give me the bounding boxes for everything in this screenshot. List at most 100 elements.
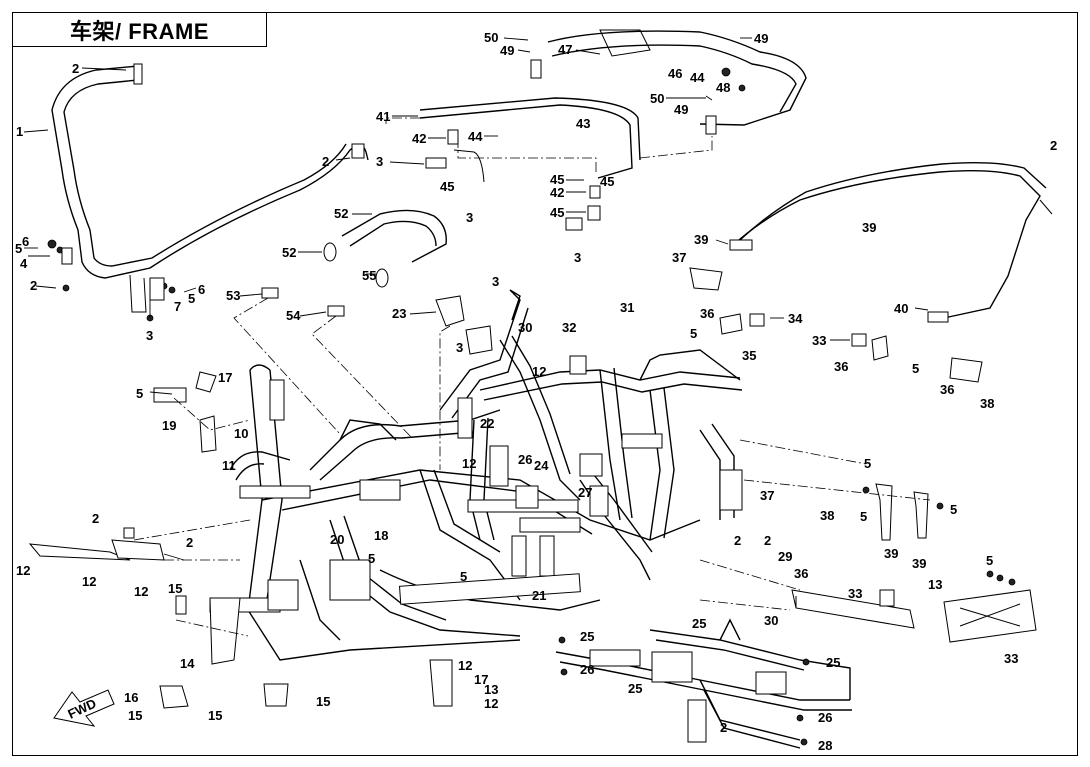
callout: 21: [532, 588, 546, 603]
callout: 53: [226, 288, 240, 303]
callout: 22: [480, 416, 494, 431]
callout: 39: [694, 232, 708, 247]
callout: 5: [136, 386, 143, 401]
callout: 40: [894, 301, 908, 316]
rear-rack: [419, 29, 807, 231]
callout: 2: [72, 61, 79, 76]
main-frame: [209, 289, 743, 661]
callout: 36: [794, 566, 808, 581]
callout: 45: [440, 179, 454, 194]
callout: 12: [462, 456, 476, 471]
callout: 24: [534, 458, 549, 473]
callout: 39: [912, 556, 926, 571]
callout: 55: [362, 268, 376, 283]
callout: 49: [674, 102, 688, 117]
callout: 19: [162, 418, 176, 433]
callout: 3: [574, 250, 581, 265]
callout: 6: [22, 234, 29, 249]
callout: 26: [580, 662, 594, 677]
callout: 5: [460, 569, 467, 584]
fwd-arrow: FWD: [53, 689, 115, 727]
callout: 44: [468, 129, 483, 144]
callout: 3: [146, 328, 153, 343]
callout: 20: [330, 532, 344, 547]
callout: 12: [16, 563, 30, 578]
callout: 52: [282, 245, 296, 260]
callout: 35: [742, 348, 756, 363]
callout: 15: [168, 581, 182, 596]
callout: 5: [690, 326, 697, 341]
callout: 41: [376, 109, 390, 124]
callout: 25: [692, 616, 706, 631]
callout: 33: [812, 333, 826, 348]
callout: 2: [764, 533, 771, 548]
callout: 4: [20, 256, 28, 271]
callout: 17: [218, 370, 232, 385]
callout: 37: [672, 250, 686, 265]
callout: 10: [234, 426, 248, 441]
callout: 2: [186, 535, 193, 550]
callout: 12: [484, 696, 498, 711]
callout: 17: [474, 672, 488, 687]
callout: 5: [950, 502, 957, 517]
callout: 15: [208, 708, 222, 723]
diagram-title: 车架/ FRAME: [70, 18, 209, 44]
callout: 38: [820, 508, 834, 523]
front-left-parts: [28, 371, 453, 709]
callout: 47: [558, 42, 572, 57]
callout: 3: [376, 154, 383, 169]
subframe-bars: [261, 209, 447, 317]
callout: 42: [412, 131, 426, 146]
callout: 12: [532, 364, 546, 379]
callout: 2: [1050, 138, 1057, 153]
callout: 30: [518, 320, 532, 335]
callout: 43: [576, 116, 590, 131]
callout: 33: [1004, 651, 1018, 666]
callout: 44: [690, 70, 705, 85]
callout: 48: [716, 80, 730, 95]
callout: 50: [484, 30, 498, 45]
brackets-34-35: [862, 483, 944, 541]
callout: 39: [884, 546, 898, 561]
callout: 2: [30, 278, 37, 293]
callout: 5: [368, 551, 375, 566]
plate-part31: [943, 570, 1037, 643]
callout: 37: [760, 488, 774, 503]
leader-lines: [23, 37, 929, 561]
callout: 7: [174, 299, 181, 314]
callout: 50: [650, 91, 664, 106]
callout: 49: [500, 43, 514, 58]
callout: 25: [628, 681, 642, 696]
callout: 49: [754, 31, 768, 46]
callout: 31: [620, 300, 634, 315]
left-hardware: [47, 239, 176, 322]
callout: 14: [180, 656, 195, 671]
callout: 39: [862, 220, 876, 235]
brackets-36-40: [689, 267, 983, 383]
callout: 11: [222, 458, 236, 473]
callout: 5: [864, 456, 871, 471]
callout: 27: [578, 485, 592, 500]
callout: 34: [788, 311, 803, 326]
callout: 12: [82, 574, 96, 589]
callout: 3: [456, 340, 463, 355]
callout: 45: [550, 172, 564, 187]
callout: 5: [860, 509, 867, 524]
callout: 45: [550, 205, 564, 220]
callout: 36: [834, 359, 848, 374]
callout: 12: [458, 658, 472, 673]
callout: 30: [764, 613, 778, 628]
callout: 5: [188, 291, 195, 306]
callout: 15: [128, 708, 142, 723]
callout: 2: [720, 720, 727, 735]
title-block: 车架/ FRAME: [12, 12, 267, 47]
callout: 52: [334, 206, 348, 221]
right-roll-bar: [729, 161, 1053, 323]
callout: 26: [518, 452, 532, 467]
callout: 15: [316, 694, 330, 709]
callout: 26: [818, 710, 832, 725]
callout: 25: [826, 655, 840, 670]
callout: 5: [986, 553, 993, 568]
callout: 18: [374, 528, 388, 543]
cross-bar-part28: [791, 589, 915, 629]
